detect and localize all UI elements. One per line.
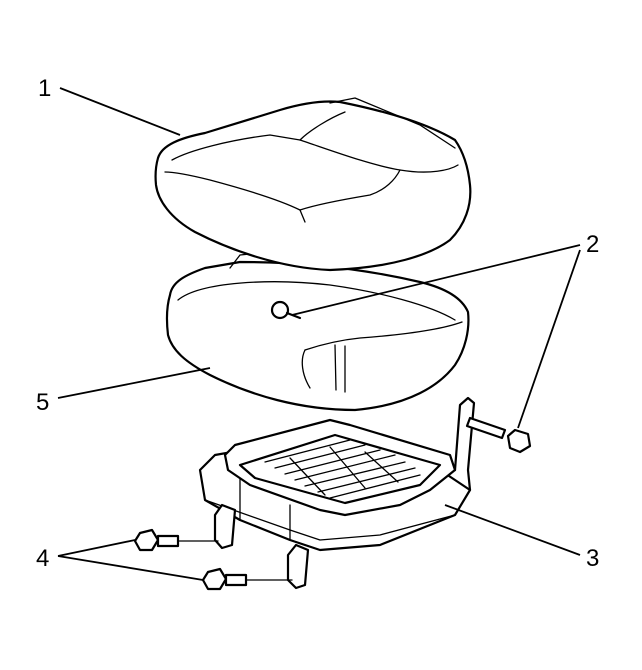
seat-cushion-pad (165, 252, 470, 412)
callout-4: 4 (36, 545, 49, 572)
leader-4a (57, 539, 136, 557)
leader-2b (517, 249, 581, 429)
bolt-rear (465, 416, 532, 454)
leader-lines (57, 87, 581, 581)
callout-1: 1 (38, 75, 51, 102)
leader-3 (444, 504, 581, 556)
leader-1 (59, 87, 181, 136)
leader-5 (57, 367, 211, 399)
callout-5: 5 (36, 389, 49, 416)
bolt-front-lower (201, 567, 293, 591)
seat-cushion-cover (154, 97, 472, 272)
bolt-front-upper (133, 528, 219, 552)
leader-2a (291, 244, 581, 316)
callout-3: 3 (586, 545, 599, 572)
seat-cushion-frame (198, 396, 476, 590)
callout-2: 2 (586, 231, 599, 258)
leader-4b (57, 555, 204, 581)
